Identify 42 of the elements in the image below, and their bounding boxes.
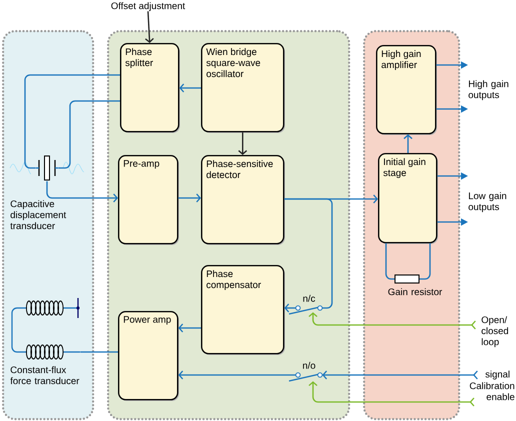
signal-label: Open/ closed loop (482, 316, 508, 348)
connector (46, 181, 118, 202)
block-box: Phase compensator (201, 265, 285, 355)
block-box: Phase splitter (120, 43, 180, 133)
block-box: Initial gain stage (378, 153, 438, 244)
switch-symbol (288, 372, 323, 382)
connector (238, 132, 248, 155)
connector (24, 74, 120, 169)
connector (322, 370, 478, 380)
signal-label: Offset adjustment (111, 2, 186, 12)
coil-drawing (11, 298, 81, 360)
block-box: Phase-sensitive detector (201, 155, 285, 245)
connector (308, 381, 474, 406)
component-label: Capacitive displacement transducer (10, 200, 66, 230)
component-label: n/o (303, 362, 316, 369)
connector (178, 324, 201, 332)
resistor-symbol (394, 274, 420, 284)
connector (385, 243, 394, 280)
block-box: High gain amplifier (376, 45, 437, 135)
component-label: Gain resistor (388, 288, 442, 296)
component-label: n/c (303, 294, 316, 302)
signal-label: High gain outputs (468, 80, 508, 100)
signal-label: Calibration enable (470, 382, 514, 400)
connector (178, 194, 201, 202)
connector (178, 370, 296, 380)
connector (284, 198, 333, 309)
connector (308, 312, 476, 330)
signal-label: Low gain outputs (468, 192, 506, 212)
connector (404, 134, 412, 153)
connector (58, 100, 120, 169)
connector (284, 304, 296, 312)
signal-label: signal (485, 370, 510, 380)
component-label: Constant-flux force transducer (10, 366, 80, 384)
capacitor-drawing (10, 156, 84, 180)
block-box: Power amp (118, 311, 179, 401)
connector (179, 84, 201, 92)
block-box: Pre-amp (118, 155, 179, 245)
connector (80, 351, 118, 353)
block-box: Wien bridge square-wave oscillator (201, 43, 285, 133)
connector (145, 11, 154, 43)
dotted-panel (2, 30, 94, 420)
switch-symbol (288, 305, 323, 315)
